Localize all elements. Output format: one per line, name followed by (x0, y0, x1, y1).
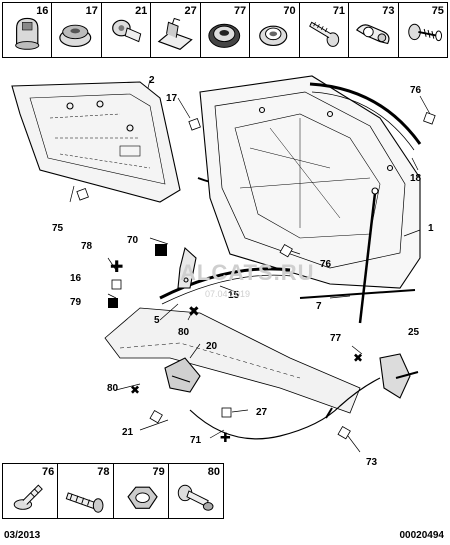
callout-73: 73 (366, 457, 378, 468)
watermark-date: 07.04.2019 (205, 289, 251, 299)
top-parts-legend: 16 17 21 27 77 (2, 2, 448, 58)
part-number: 79 (152, 466, 165, 478)
part-number: 75 (431, 5, 444, 17)
screw-icon (308, 21, 339, 47)
callout-76-top: 76 (410, 85, 422, 96)
part-number: 76 (42, 466, 55, 478)
callout-5: 5 (154, 315, 160, 326)
footer-reference: 00020494 (399, 530, 445, 541)
callout-75: 75 (52, 223, 64, 234)
callout-70: 70 (127, 235, 139, 246)
callout-2: 2 (149, 75, 155, 86)
square-clip-icon (259, 25, 288, 47)
callout-80-mid: 80 (178, 327, 190, 338)
part-cell-71[interactable]: 71 (300, 3, 350, 57)
part-number: 78 (97, 466, 110, 478)
part-number: 70 (283, 5, 296, 17)
rubber-bump-stop-icon (15, 17, 40, 50)
part-number: 80 (207, 466, 220, 478)
callout-80-low: 80 (107, 383, 119, 394)
part-cell-77[interactable]: 77 (201, 3, 251, 57)
callout-1: 1 (428, 223, 434, 234)
plastic-rivet-icon (13, 484, 43, 510)
part-cell-76[interactable]: 76 (3, 464, 59, 518)
part-cell-21[interactable]: 21 (102, 3, 152, 57)
footer-date: 03/2013 (4, 530, 41, 541)
callout-71: 71 (190, 435, 202, 446)
callout-15: 15 (228, 290, 240, 301)
hood-exploded-diagram: ✚ ✖ ✖ ✖ ✚ 2 17 76 18 1 75 70 78 16 79 76… (0, 58, 450, 468)
part-number: 17 (85, 5, 98, 17)
callout-77: 77 (330, 333, 342, 344)
part-cell-73[interactable]: 73 (349, 3, 399, 57)
callout-25: 25 (408, 327, 420, 338)
svg-text:✖: ✖ (188, 304, 200, 320)
part-number: 71 (332, 5, 346, 17)
callout-17: 17 (166, 93, 178, 104)
part-cell-27[interactable]: 27 (151, 3, 201, 57)
part-number: 27 (184, 5, 197, 17)
callout-20: 20 (206, 341, 218, 352)
hex-nut-icon (126, 486, 158, 509)
bottom-parts-legend: 76 78 79 80 (2, 463, 224, 519)
grommet-icon (59, 24, 92, 47)
part-cell-16[interactable]: 16 (3, 3, 53, 57)
callout-27: 27 (256, 407, 268, 418)
svg-text:✖: ✖ (353, 351, 363, 365)
part-number: 21 (135, 5, 148, 17)
svg-text:✖: ✖ (130, 383, 140, 397)
fir-tree-clip-icon (407, 23, 442, 42)
callout-21: 21 (122, 427, 134, 438)
part-cell-79[interactable]: 79 (114, 464, 169, 518)
hood-drawing: ✚ ✖ ✖ ✖ ✚ (11, 75, 436, 453)
callout-7: 7 (316, 301, 322, 312)
screw-icon (65, 492, 104, 513)
part-cell-17[interactable]: 17 (52, 3, 102, 57)
callout-76-mid: 76 (320, 259, 332, 270)
part-number: 73 (382, 5, 395, 17)
callout-16: 16 (70, 273, 82, 284)
svg-text:✚: ✚ (110, 257, 123, 276)
part-number: 77 (233, 5, 247, 17)
watermark: ALCATS.RU (180, 260, 315, 285)
svg-text:✚: ✚ (220, 431, 231, 446)
part-cell-78[interactable]: 78 (58, 464, 114, 518)
washer-grommet-icon (208, 23, 240, 48)
callout-78: 78 (81, 241, 93, 252)
part-number: 16 (36, 5, 49, 17)
bolt-washer-icon (177, 484, 214, 511)
callout-79: 79 (70, 297, 82, 308)
part-cell-75[interactable]: 75 (399, 3, 447, 57)
push-rivet-icon (112, 19, 142, 43)
clip-nut-icon (157, 17, 194, 50)
part-cell-80[interactable]: 80 (169, 464, 223, 518)
part-cell-70[interactable]: 70 (250, 3, 300, 57)
callout-18: 18 (410, 173, 422, 184)
cable-clip-icon (356, 24, 390, 45)
